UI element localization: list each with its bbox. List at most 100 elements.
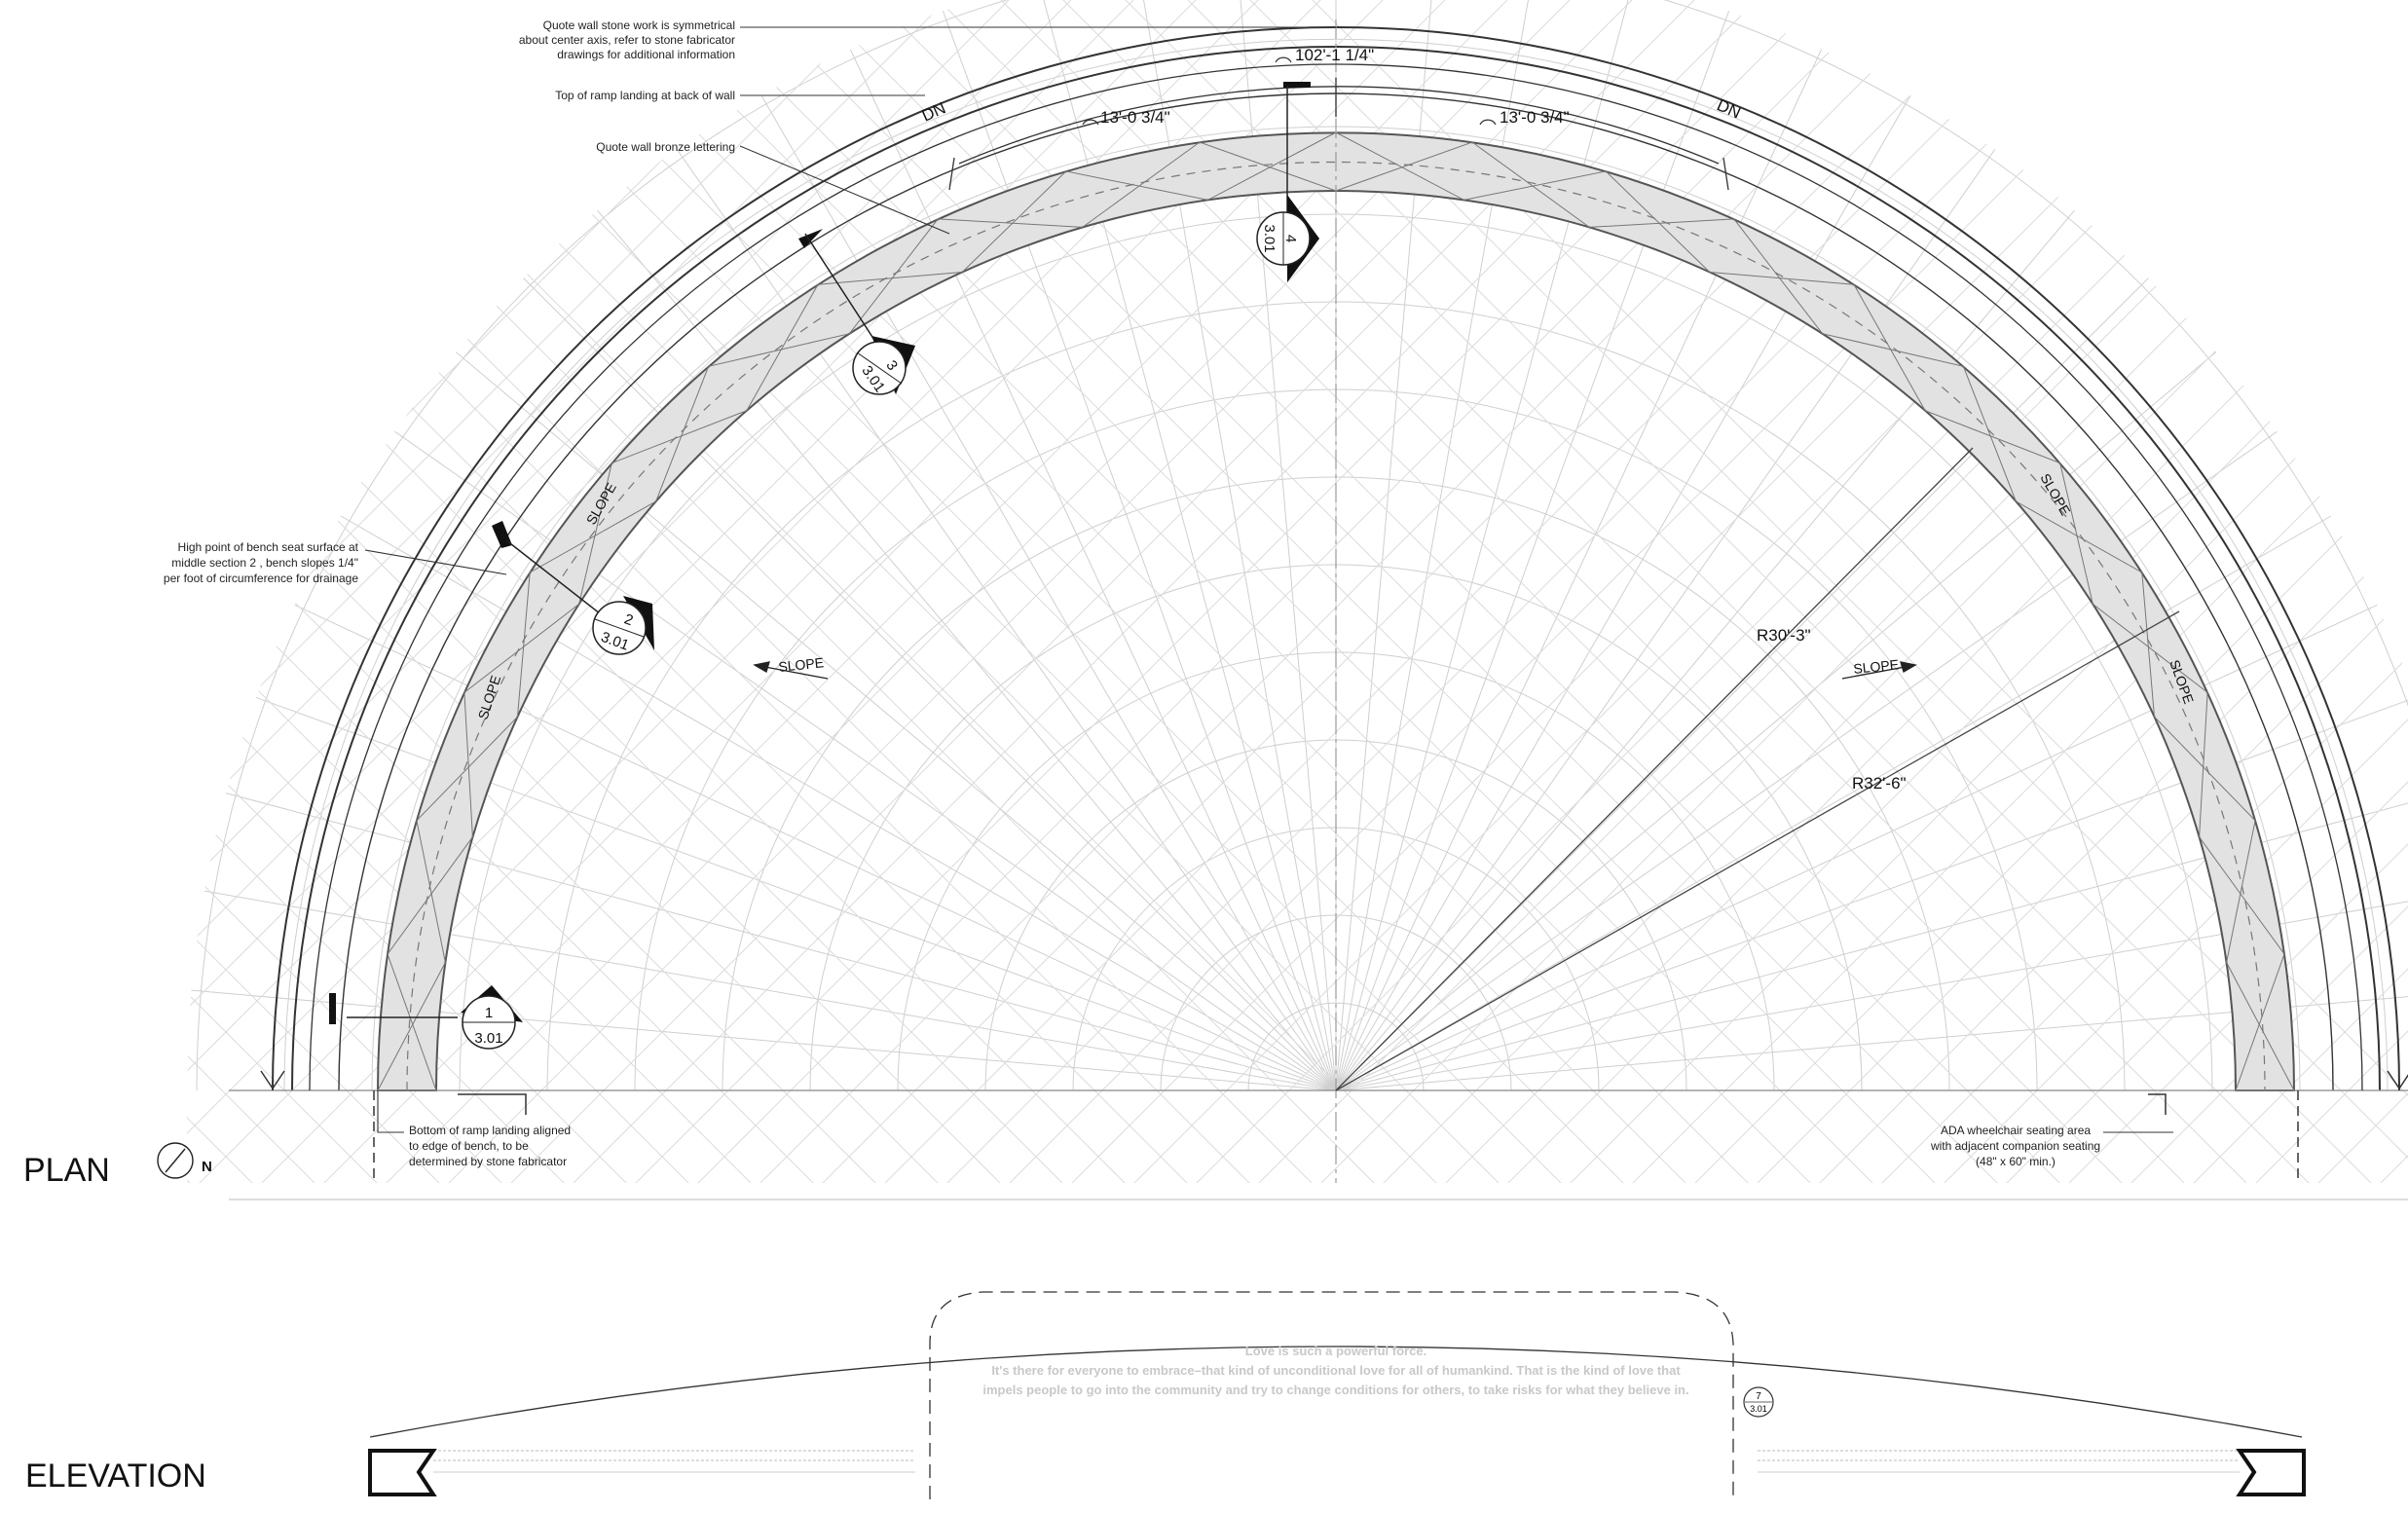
north-label: N — [202, 1159, 212, 1175]
paving-diagonal — [501, 0, 1691, 1183]
note-bronze-lettering: Quote wall bronze lettering — [596, 140, 735, 154]
paving-diagonal — [1939, 0, 2408, 1183]
svg-text:per foot of circumference for: per foot of circumference for drainage — [164, 572, 358, 585]
paving-diagonal — [187, 0, 320, 1183]
paving-diagonal — [2126, 0, 2408, 1183]
paving-diagonal — [1814, 0, 2408, 1183]
overall-dimension: 102'-1 1/4" — [1295, 46, 1374, 64]
paving-radial — [1335, 515, 2332, 1091]
segment-dimension-arc — [958, 86, 1720, 165]
paving-radial — [760, 94, 1337, 1091]
detail-7-number: 7 — [1756, 1391, 1761, 1402]
paving-diagonal — [2188, 0, 2408, 1183]
section-1-sheet: 3.01 — [474, 1030, 502, 1047]
radius-lines — [1335, 447, 2180, 1091]
paving-diagonal — [1066, 0, 2256, 1183]
svg-text:Bottom of ramp landing aligned: Bottom of ramp landing aligned — [409, 1124, 571, 1137]
bench-ring — [376, 131, 2296, 1091]
paving-diagonal — [942, 0, 2131, 1183]
note-high-point: High point of bench seat surface at midd… — [164, 540, 359, 585]
paving-diagonal — [751, 0, 1941, 1183]
radius-inner-label: R30'-3" — [1757, 626, 1811, 645]
paving-diagonal — [187, 0, 1193, 1183]
paving-diagonal — [0, 0, 136, 1188]
section-cut-2: 2 3.01 — [492, 521, 654, 655]
ramp-end-markers — [260, 1070, 2408, 1183]
slope-label-paving-right: SLOPE — [1853, 656, 1900, 677]
paving-diagonal — [1004, 0, 2194, 1183]
segment-dimension-left: 13'-0 3/4" — [1100, 108, 1170, 127]
paving-diagonal — [187, 0, 947, 1183]
section-cut-3: 3 3.01 — [798, 229, 915, 395]
paving-diagonal — [1565, 0, 2408, 1183]
paving-diagonal — [817, 0, 2007, 1183]
bench-centerline — [406, 161, 2266, 1091]
svg-text:drawings for additional inform: drawings for additional information — [557, 48, 735, 61]
paving-lattice — [0, 0, 2408, 1188]
svg-text:with adjacent companion seatin: with adjacent companion seating — [1930, 1139, 2100, 1153]
paving-diagonal — [0, 0, 70, 1188]
paving-diagonal — [187, 0, 200, 1183]
slope-arrows — [753, 661, 1917, 680]
paving-diagonal — [381, 0, 1571, 1183]
note-symmetry: Quote wall stone work is symmetrical abo… — [519, 18, 735, 61]
paving-radial — [191, 989, 1337, 1091]
note-ramp-top: Top of ramp landing at back of wall — [555, 89, 735, 102]
paving-diagonal — [187, 0, 1068, 1183]
overall-dimension-arc — [309, 63, 2363, 1091]
svg-text:Quote wall stone work is symme: Quote wall stone work is symmetrical — [543, 18, 735, 32]
elevation-view — [369, 1291, 2303, 1499]
paving-diagonal — [879, 0, 2069, 1183]
paving-diagonal — [1187, 0, 2377, 1183]
svg-text:ADA wheelchair seating area: ADA wheelchair seating area — [1941, 1124, 2091, 1137]
quote-line-3: impels people to go into the community a… — [982, 1383, 1688, 1397]
bench-end-right — [2236, 1449, 2306, 1496]
paving-diagonal — [0, 0, 74, 1188]
paving-diagonal — [256, 0, 1446, 1183]
detail-7-sheet: 3.01 — [1750, 1404, 1767, 1414]
paving-diagonal — [1627, 0, 2408, 1183]
quote-line-2: It's there for everyone to embrace–that … — [991, 1363, 1681, 1378]
paving-diagonal — [2375, 0, 2408, 1183]
paving-diagonal — [0, 0, 8, 1188]
north-arrow: N — [157, 1142, 212, 1179]
paving-diagonal — [187, 0, 885, 1183]
paving-diagonal — [755, 0, 1945, 1183]
paving-diagonal — [187, 0, 760, 1183]
bench-end-left — [368, 1449, 437, 1496]
paving-diagonal — [187, 0, 944, 1183]
paving-diagonal — [1876, 0, 2408, 1183]
paving-diagonal — [443, 0, 1633, 1183]
plan-title: PLAN — [23, 1152, 110, 1189]
quote-line-1: Love is such a powerful force. — [1245, 1344, 1426, 1358]
paving-diagonal — [1689, 0, 2408, 1183]
radius-outer-label: R32'-6" — [1852, 774, 1907, 793]
paving-diagonal — [187, 0, 262, 1183]
paving-diagonal — [187, 0, 383, 1183]
paving-diagonal — [1125, 0, 2315, 1183]
paving-diagonal — [564, 0, 1754, 1183]
paving-diagonal — [187, 0, 1197, 1183]
slope-label-paving-left: SLOPE — [778, 654, 825, 675]
note-ada-seating: ADA wheelchair seating area with adjacen… — [1930, 1124, 2100, 1168]
paving-radial — [1335, 94, 1911, 1091]
note-ramp-bottom: Bottom of ramp landing aligned to edge o… — [409, 1124, 571, 1168]
section-1-number: 1 — [485, 1005, 493, 1021]
note-leaders — [364, 26, 2173, 1133]
paving-diagonal — [0, 0, 132, 1188]
paving-diagonal — [439, 0, 1629, 1183]
paving-diagonal — [187, 0, 1072, 1183]
paving-diagonal — [626, 0, 1816, 1183]
segment-dimension-right: 13'-0 3/4" — [1500, 108, 1570, 127]
svg-text:about center axis, refer to st: about center axis, refer to stone fabric… — [519, 33, 735, 47]
elevation-title: ELEVATION — [25, 1458, 206, 1495]
paving-arc — [196, 0, 2408, 1091]
paving-diagonal — [318, 0, 1508, 1183]
paving-diagonal — [187, 0, 1010, 1183]
svg-text:to edge of bench, to be: to edge of bench, to be — [409, 1139, 529, 1153]
elevation-top-curve — [369, 1346, 2303, 1438]
paving-diagonal — [187, 0, 445, 1183]
paving-diagonal — [1440, 0, 2408, 1183]
section-4-number: 4 — [1282, 235, 1299, 242]
paving-diagonal — [187, 0, 258, 1183]
